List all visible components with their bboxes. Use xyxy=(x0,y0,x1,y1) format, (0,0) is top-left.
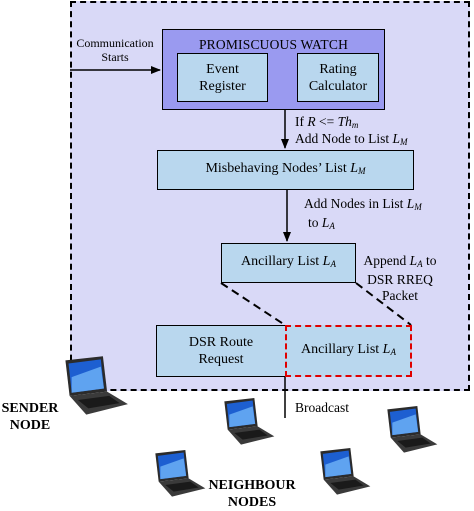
neighbour-laptop-icon xyxy=(387,406,438,453)
promiscuous-watch-title: PROMISCUOUS WATCH xyxy=(198,37,349,52)
ancillary-list-box: Ancillary List LA xyxy=(221,243,356,283)
misbehaving-list-sub: M xyxy=(358,166,366,176)
add-nodes-label: Add Nodes in List LM to LA xyxy=(304,196,422,234)
ancillary-list-text: Ancillary List xyxy=(241,254,323,269)
sender-line1: SENDER xyxy=(1,401,59,416)
rating-calculator-box: Rating Calculator xyxy=(297,53,379,102)
ancillary-list-sub: A xyxy=(330,259,336,269)
rating-calculator-line2: Calculator xyxy=(308,78,368,94)
condition-prefix: If xyxy=(295,114,308,129)
neighbours-line1: NEIGHBOUR xyxy=(208,478,296,493)
neighbour-laptop-icon xyxy=(320,448,371,495)
sender-laptop-icon xyxy=(65,356,128,415)
condition-th-sub: m xyxy=(351,120,359,130)
add-nodes-line2: to xyxy=(308,215,322,230)
dsr-route-line2: Request xyxy=(198,352,244,367)
add-node-text: Add Node to List xyxy=(295,131,393,146)
append-line3: Packet xyxy=(382,288,418,303)
broadcast-label: Broadcast xyxy=(295,400,349,415)
neighbour-nodes-label: NEIGHBOUR NODES xyxy=(202,477,302,511)
append-sub: A xyxy=(417,259,423,269)
rating-calculator-line1: Rating xyxy=(319,61,357,77)
dashed-left-connector xyxy=(220,282,286,326)
ancillary-list-var: L xyxy=(322,254,331,269)
add-nodes-sub1: M xyxy=(414,202,422,212)
append-var: L xyxy=(409,253,418,268)
rreq-ancillary-text: Ancillary List xyxy=(301,342,383,357)
append-line2: DSR RREQ xyxy=(367,272,433,287)
add-nodes-line1: Add Nodes in List xyxy=(304,196,407,211)
condition-op: <= xyxy=(315,114,338,129)
add-nodes-var2: L xyxy=(321,215,330,230)
append-line1: Append xyxy=(363,253,410,268)
add-node-label: Add Node to List LM xyxy=(295,131,408,150)
rreq-ancillary-var: L xyxy=(382,342,391,357)
event-register-line1: Event xyxy=(206,61,239,77)
condition-th: Th xyxy=(337,114,352,129)
neighbours-line2: NODES xyxy=(227,495,277,510)
event-register-box: Event Register xyxy=(177,53,268,102)
misbehaving-list-box: Misbehaving Nodes’ List LM xyxy=(157,150,414,190)
dashed-right-connector xyxy=(355,282,412,326)
sender-line2: NODE xyxy=(9,418,51,433)
neighbour-laptop-icon xyxy=(224,398,275,445)
add-node-sub: M xyxy=(400,137,408,147)
condition-var: R xyxy=(307,114,316,129)
sender-node-label: SENDER NODE xyxy=(0,400,60,434)
rreq-ancillary-list-box: Ancillary List LA xyxy=(285,325,412,377)
event-register-line2: Register xyxy=(199,78,246,94)
neighbour-laptop-icon xyxy=(155,450,206,497)
append-line1-end: to xyxy=(422,253,437,268)
add-nodes-sub2: A xyxy=(329,221,335,231)
rreq-ancillary-sub: A xyxy=(390,347,396,357)
add-node-var: L xyxy=(392,131,401,146)
add-nodes-var1: L xyxy=(406,196,415,211)
misbehaving-list-var: L xyxy=(350,161,359,176)
misbehaving-list-text: Misbehaving Nodes’ List xyxy=(205,161,351,176)
append-label: Append LA to DSR RREQ Packet xyxy=(360,253,440,304)
communication-label: Communication Starts xyxy=(70,36,160,64)
dsr-route-line1: DSR Route xyxy=(188,335,254,350)
condition-label: If R <= Thm xyxy=(295,114,358,133)
dsr-route-request-box: DSR Route Request xyxy=(156,325,286,377)
communication-line2: Starts xyxy=(101,50,129,64)
communication-line1: Communication xyxy=(76,36,154,50)
